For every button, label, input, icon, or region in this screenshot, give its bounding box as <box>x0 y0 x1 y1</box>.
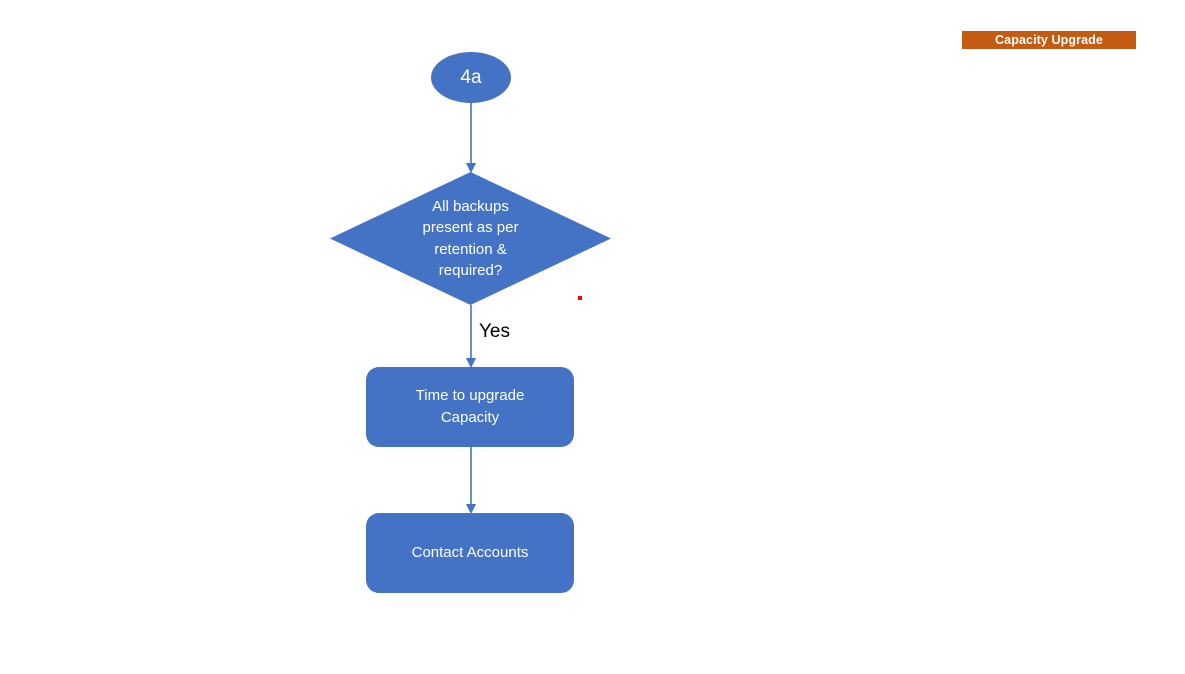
flow-node-decision[interactable]: All backups present as per retention & r… <box>330 172 611 305</box>
slide-title-banner: Capacity Upgrade <box>962 31 1136 49</box>
flow-node-start-label: 4a <box>460 66 482 88</box>
edge-label-yes: Yes <box>479 321 510 342</box>
diamond-shape <box>330 172 611 305</box>
flow-node-upgrade-capacity-label: Time to upgrade Capacity <box>366 367 574 447</box>
flow-node-start[interactable]: 4a <box>431 52 511 103</box>
flow-node-contact-accounts[interactable]: Contact Accounts <box>366 513 574 593</box>
flow-node-contact-accounts-label: Contact Accounts <box>366 513 574 593</box>
stray-red-marker <box>578 296 582 300</box>
slide-title-label: Capacity Upgrade <box>995 32 1103 47</box>
upgrade-line-2: Capacity <box>440 409 500 426</box>
upgrade-line-1: Time to upgrade <box>415 387 525 405</box>
accounts-line-1: Contact Accounts <box>411 544 529 562</box>
flow-node-upgrade-capacity[interactable]: Time to upgrade Capacity <box>366 367 574 447</box>
